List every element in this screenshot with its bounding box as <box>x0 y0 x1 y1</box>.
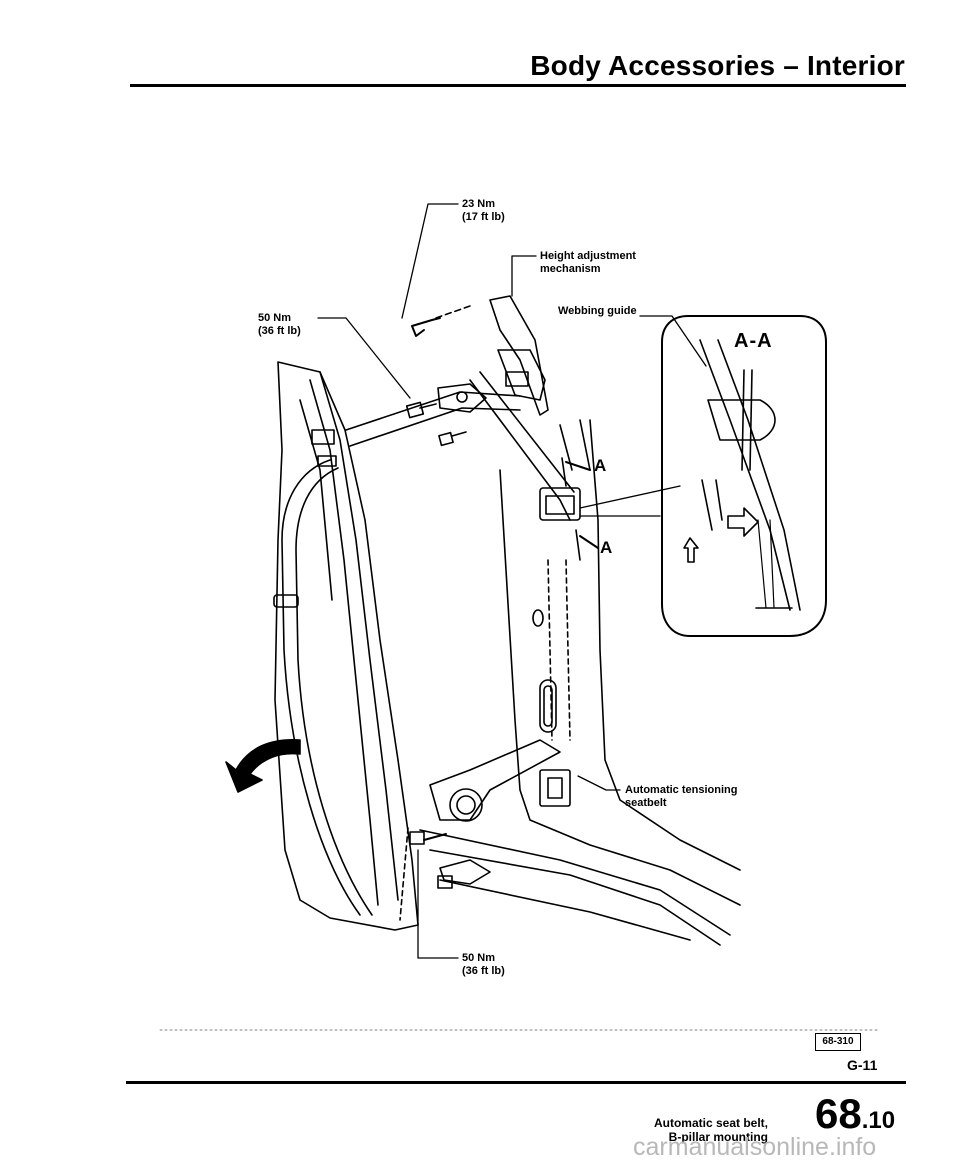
webbing-guide <box>539 487 581 521</box>
direction-arrow-icon <box>727 507 759 537</box>
section-number: 68.10 <box>815 1090 896 1137</box>
automatic-seatbelt-label: Automatic tensioning seatbelt <box>625 784 738 809</box>
footer-rule <box>126 1081 906 1084</box>
torque-label-top: 23 Nm (17 ft lb) <box>462 198 505 223</box>
belt-retractor <box>429 739 561 821</box>
removal-arrow-icon <box>225 738 301 793</box>
height-adjustment-label: Height adjustment mechanism <box>540 250 636 275</box>
torque-label-left: 50 Nm (36 ft lb) <box>258 312 301 337</box>
webbing-guide-label: Webbing guide <box>558 305 637 317</box>
bolt-icon <box>411 317 441 337</box>
figure-code: 68-310 <box>815 1033 861 1051</box>
footer-description: Automatic seat belt, B-pillar mounting <box>653 1116 768 1144</box>
pillar-trim-panel <box>274 361 419 931</box>
torque-label-bottom: 50 Nm (36 ft lb) <box>462 952 505 977</box>
page-title: Body Accessories – Interior <box>530 50 905 81</box>
belt-webbing-left <box>281 459 361 916</box>
detail-view-label: A-A <box>734 330 773 352</box>
b-pillar <box>499 469 741 906</box>
page-reference: G-11 <box>847 1057 878 1073</box>
header-rule <box>130 84 906 87</box>
belt-clip <box>273 594 299 608</box>
height-adjuster <box>489 295 549 416</box>
section-marker-lower: A <box>600 538 613 557</box>
detail-inset-frame <box>661 315 827 637</box>
watermark-text: carmanualsonline.info <box>633 1133 877 1161</box>
section-marker-upper: A <box>594 456 607 475</box>
